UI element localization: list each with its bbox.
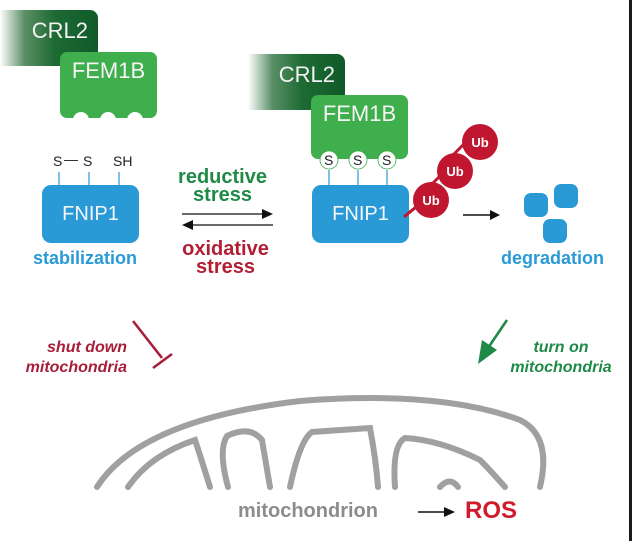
bound-pocket-1 — [319, 150, 339, 170]
fem1b-left-pockets — [73, 112, 143, 128]
oxidative-stress-label: oxidative stress — [163, 238, 288, 278]
thiol-left-1: S — [53, 153, 63, 169]
crista-2 — [219, 428, 273, 490]
reductive-stress-label: reductive stress — [165, 166, 280, 206]
pocket-3 — [127, 112, 143, 128]
fnip1-left: FNIP1 — [42, 185, 139, 243]
crista-1 — [125, 436, 213, 490]
activation-stem — [486, 319, 509, 349]
fnip1-left-label: FNIP1 — [62, 202, 119, 225]
shut-down-line2: mitochondria — [25, 359, 127, 376]
inhibition-bar — [152, 352, 173, 370]
image-border — [629, 0, 632, 541]
ubiquitin-3: Ub — [462, 124, 498, 160]
thiol-right-1: S — [324, 152, 334, 168]
reductive-word: reductive — [178, 166, 267, 188]
degradation-arrowhead — [490, 210, 500, 220]
crista-4 — [391, 434, 508, 490]
thiol-right-2: S — [353, 152, 363, 168]
disulfide-bond: — — [64, 151, 78, 167]
pocket-2 — [100, 112, 116, 128]
fnip1-right: FNIP1 — [312, 185, 409, 243]
fem1b-left-label: FEM1B — [71, 58, 146, 83]
bound-pocket-3 — [377, 150, 397, 170]
thiol-left-2: S — [83, 153, 93, 169]
turn-on-line2: mitochondria — [510, 359, 612, 376]
activation-arrowhead — [478, 340, 497, 364]
fem1b-right: FEM1B — [311, 95, 408, 159]
degradation-label: degradation — [501, 248, 605, 268]
ubiquitin-1: Ub — [413, 182, 449, 218]
ub-2-label: Ub — [446, 163, 464, 179]
turn-on-line1: turn on — [533, 339, 589, 356]
crl2-right-label: CRL2 — [278, 62, 335, 87]
mitochondrion-label: mitochondrion — [238, 500, 378, 522]
shut-down-line1: shut down — [47, 339, 127, 356]
stabilization-label: stabilization — [33, 248, 138, 268]
shut-down-mitochondria-label: shut down mitochondria — [5, 338, 127, 378]
fragment-3 — [543, 219, 567, 243]
reverse-arrowhead — [182, 220, 193, 230]
stress-word-green: stress — [193, 184, 252, 206]
pocket-1 — [73, 112, 89, 128]
bound-pocket-2 — [348, 150, 368, 170]
crl2-left: CRL2 — [0, 10, 98, 66]
forward-arrowhead — [262, 209, 273, 219]
oxidative-word: oxidative — [182, 238, 269, 260]
thiol-left-3: SH — [113, 153, 133, 169]
fem1b-right-label: FEM1B — [322, 101, 397, 126]
turn-on-mitochondria-label: turn on mitochondria — [494, 338, 628, 378]
ub-3-label: Ub — [471, 134, 489, 150]
inhibition-stem — [131, 320, 164, 359]
thiol-right-3: S — [382, 152, 392, 168]
fragment-2 — [554, 184, 578, 208]
fem1b-left: FEM1B — [60, 52, 157, 118]
ros-label: ROS — [465, 497, 518, 524]
crl2-left-label: CRL2 — [31, 18, 88, 43]
ros-arrowhead — [444, 507, 455, 517]
stress-word-red: stress — [196, 256, 255, 278]
crista-3 — [287, 424, 381, 490]
crista-5 — [437, 478, 461, 490]
ubiquitin-2: Ub — [437, 153, 473, 189]
fnip1-right-label: FNIP1 — [332, 202, 389, 225]
ub-1-label: Ub — [422, 192, 440, 208]
fragment-1 — [524, 193, 548, 217]
outer-membrane — [94, 395, 547, 490]
